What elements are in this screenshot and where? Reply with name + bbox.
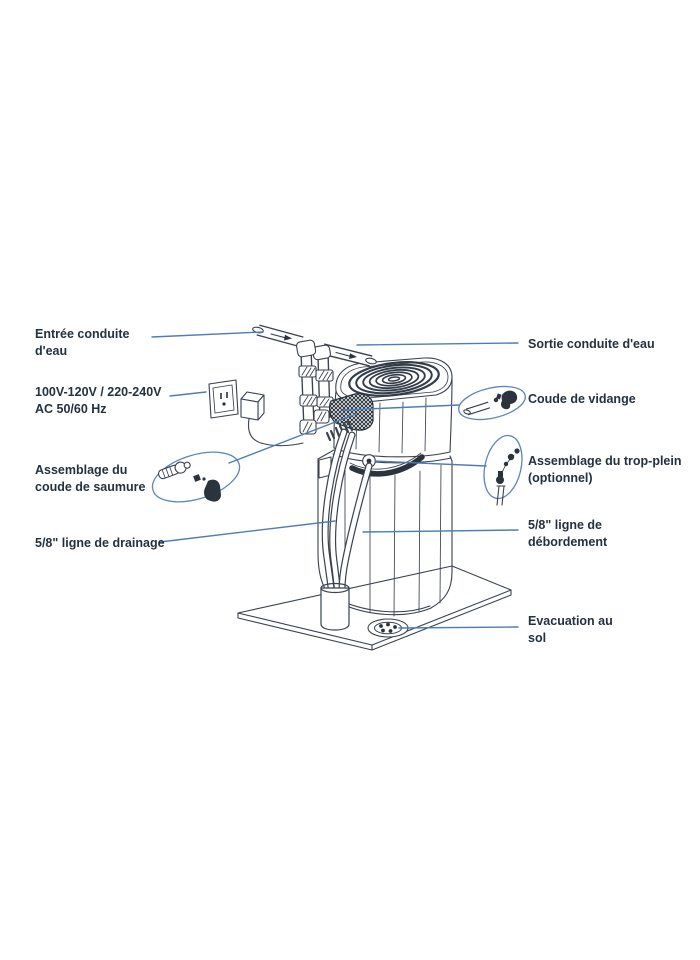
drain-tube	[321, 428, 356, 601]
brine-fitting-icon	[158, 461, 191, 480]
label-line: 5/8" ligne de	[528, 518, 603, 532]
label-line: Coude de vidange	[528, 392, 636, 406]
label-line: coude de saumure	[35, 480, 146, 494]
callout-overflow-assembly	[483, 434, 523, 506]
label-line: débordement	[528, 535, 608, 549]
power-outlet	[208, 379, 239, 419]
drain-elbow-icon	[501, 390, 518, 410]
leader-drain-line	[159, 520, 336, 543]
label-overflow-assembly: Assemblage du trop-plein (optionnel)	[528, 453, 682, 487]
leader-water-inlet	[151, 331, 264, 338]
label-water-inlet: Entrée conduite d'eau	[35, 326, 129, 360]
label-drain-line: 5/8" ligne de drainage	[35, 535, 165, 552]
leader-floor-drain	[398, 626, 519, 629]
leader-overflow-line	[362, 529, 519, 533]
flow-arrow-inlet	[270, 333, 292, 341]
label-line: 100V-120V / 220-240V	[35, 385, 162, 399]
label-line: Entrée conduite	[35, 327, 130, 341]
flow-arrow-outlet	[335, 351, 357, 359]
label-line: sol	[528, 631, 547, 645]
callout-brine-elbow-assembly	[151, 451, 241, 503]
label-floor-drain: Evacuation au sol	[528, 613, 613, 647]
label-line: Evacuation au	[528, 614, 613, 628]
leader-overflow-assembly	[374, 460, 487, 467]
power-cord	[247, 418, 304, 447]
power-adapter	[240, 391, 265, 421]
label-brine-elbow-assembly: Assemblage du coude de saumure	[35, 462, 145, 496]
leader-drain-elbow	[342, 404, 460, 411]
overflow-tube	[338, 462, 373, 601]
leader-power	[169, 391, 207, 397]
label-drain-elbow: Coude de vidange	[528, 391, 636, 408]
label-line: 5/8" ligne de drainage	[35, 536, 165, 550]
label-line: AC 50/60 Hz	[35, 402, 107, 416]
callout-drain-elbow	[458, 385, 526, 421]
drain-tube-icon	[463, 401, 491, 416]
leader-water-outlet	[356, 342, 519, 346]
label-water-outlet: Sortie conduite d'eau	[528, 336, 655, 353]
control-valve	[325, 393, 374, 442]
leader-lines	[151, 331, 519, 629]
leader-brine-assembly	[228, 413, 357, 464]
floor-plate	[237, 565, 512, 651]
tank-handle-recess	[349, 452, 425, 477]
label-line: Assemblage du trop-plein	[528, 454, 682, 468]
label-line: (optionnel)	[528, 471, 593, 485]
label-line: d'eau	[35, 344, 68, 358]
softener-tank	[317, 357, 453, 617]
label-line: Sortie conduite d'eau	[528, 337, 655, 351]
label-overflow-line: 5/8" ligne de débordement	[528, 517, 607, 551]
standpipe	[320, 582, 350, 631]
water-inlet-pipe	[252, 324, 304, 348]
label-power: 100V-120V / 220-240V AC 50/60 Hz	[35, 384, 162, 418]
brine-elbow-icon	[204, 479, 221, 502]
salt-lid-rings	[348, 361, 440, 397]
label-line: Assemblage du	[35, 463, 128, 477]
